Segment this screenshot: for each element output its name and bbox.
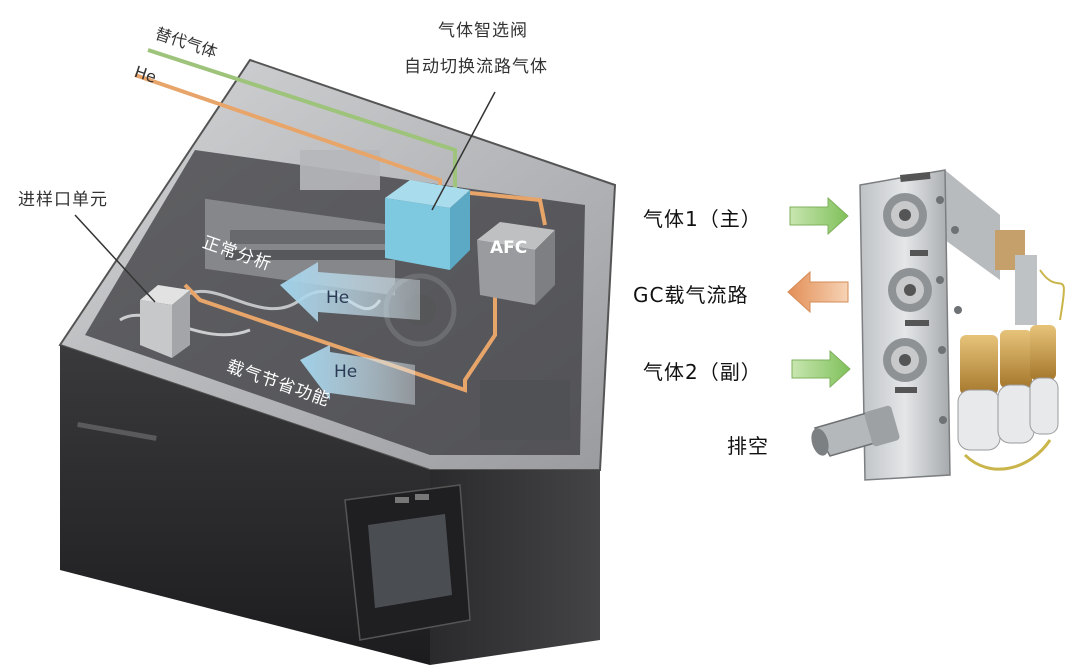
plate-tag [910,250,928,256]
fitting-gas2 [883,338,927,382]
gas2-label: 气体2（副） [643,360,762,384]
panel-bracket [945,170,1000,280]
instrument-display-screen [368,514,452,608]
afc-block [477,222,555,305]
inlet-callout-line [74,214,156,303]
he-arrow-upper [280,262,420,322]
panel-screws [936,196,962,424]
vent-label: 排空 [727,434,769,458]
valve-label-line1: 气体智选阀 [438,21,528,41]
fitting-outlet [888,268,932,312]
instrument-display-button [395,497,409,503]
afc-label: AFC [490,238,528,258]
gas1-inbound-arrow [789,196,849,236]
gas-selection-valve [385,180,470,270]
he-arrow-lower [300,345,415,405]
gas1-label: 气体1（主） [643,207,762,231]
plate-tag [895,387,917,393]
plate-tag [905,320,929,326]
instrument-brand-mark [77,422,157,441]
gc-flow-outbound-arrow [787,270,849,314]
inlet-unit [140,285,190,358]
fitting-vent [811,405,900,457]
solenoid-valves [957,230,1065,471]
valve-callout-line [431,91,496,211]
instrument-side-panel [430,470,600,665]
gc-instrument [58,48,617,665]
valve-label-line2: 自动切换流路气体 [404,57,548,77]
fitting-gas1 [883,193,927,237]
alt-gas-line [147,48,457,200]
plate-tag [900,171,931,182]
valve-panel-photo [787,169,1065,481]
he-arrow-lower-label: He [334,362,358,382]
instrument-display-button [415,494,429,500]
gc-flow-label: GC载气流路 [633,283,749,307]
he-arrow-upper-label: He [326,288,350,308]
inlet-unit-label: 进样口单元 [18,190,108,210]
gas2-inbound-arrow [791,349,851,389]
instrument-front-panel [60,345,430,665]
